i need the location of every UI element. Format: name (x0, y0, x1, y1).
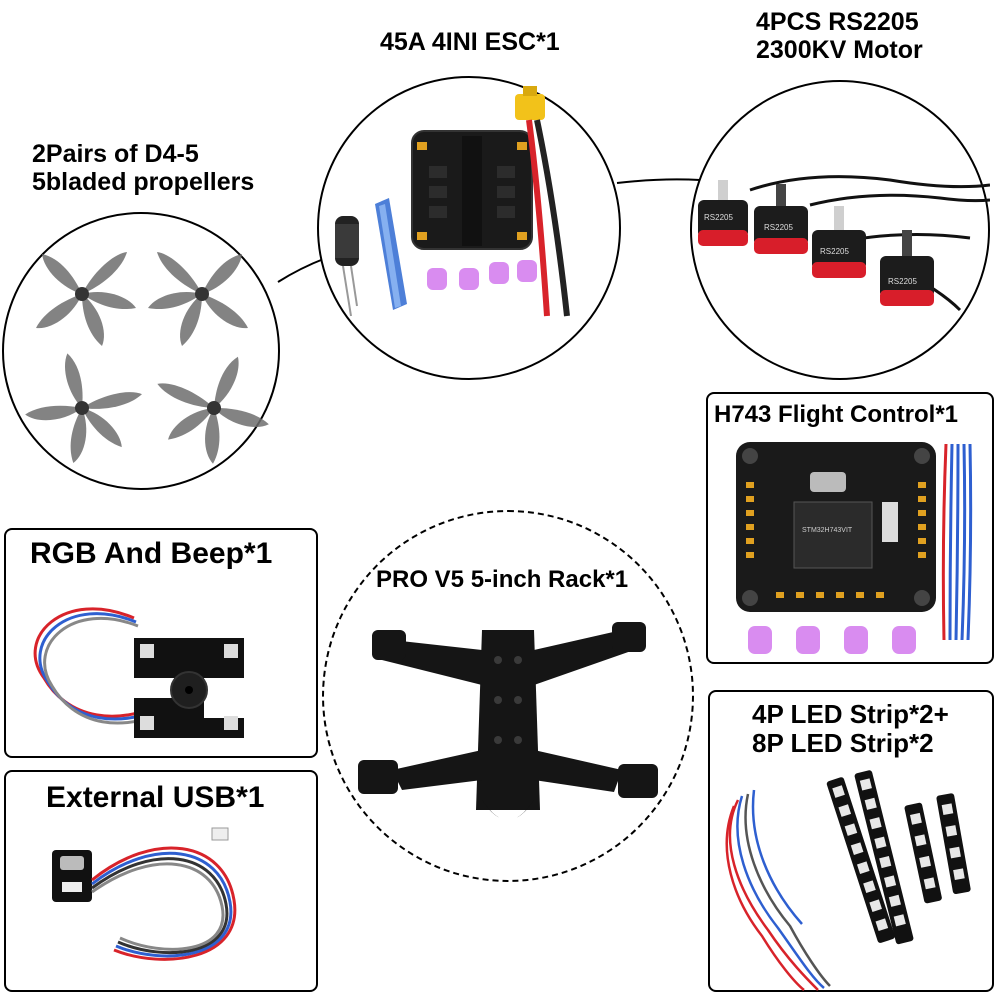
rgb-wire (33, 607, 199, 725)
motor-label-line-2: 2300KV Motor (756, 36, 923, 64)
motor-label-line-1: 4PCS RS2205 (756, 8, 919, 36)
led-illustration (725, 770, 971, 991)
led-label-line-2: 8P LED Strip*2 (752, 728, 934, 759)
motor-1: RS2205 (698, 180, 748, 246)
props-illustration (16, 252, 276, 481)
xt60-connector (515, 86, 570, 317)
motor-3: RS2205 (812, 206, 866, 278)
motor-4: RS2205 (880, 230, 934, 306)
rgb-label: RGB And Beep*1 (30, 537, 272, 571)
usb-wire (91, 846, 237, 961)
esc-label-line-1: 45A 4INI ESC*1 (380, 28, 560, 56)
esc-label: 45A 4INI ESC*1 (380, 28, 560, 56)
usb-label: External USB*1 (46, 781, 264, 815)
motor-label: 4PCS RS2205 2300KV Motor (756, 8, 923, 64)
prop-1 (36, 252, 136, 346)
rack-illustration (358, 622, 658, 830)
prop-2 (148, 252, 248, 346)
flight-control-illustration: STM32H743VIT (736, 442, 973, 654)
motor-3-brand: RS2205 (820, 247, 849, 256)
esc-board (411, 130, 533, 250)
rgb-label-line-1: RGB And Beep*1 (30, 537, 273, 570)
motor-2-brand: RS2205 (764, 223, 793, 232)
led-wires (725, 789, 831, 991)
led-label-line-1: 4P LED Strip*2+ (752, 699, 949, 729)
fc-ribbon-wire (941, 443, 973, 641)
props-label-line-2: 5bladed propellers (32, 168, 255, 196)
rack-label-line-1: PRO V5 5-inch Rack*1 (376, 566, 629, 593)
fc-chip-text: STM32H743VIT (802, 527, 853, 534)
usb-label-line-1: External USB*1 (46, 781, 265, 814)
led-strip-2 (854, 770, 914, 945)
rack-holes (494, 656, 522, 744)
ribbon-wire (375, 198, 407, 310)
rgb-board (134, 638, 244, 738)
esc-illustration (335, 86, 570, 317)
usb-plug (211, 827, 229, 841)
grommets (427, 260, 537, 290)
fc-board: STM32H743VIT (736, 442, 936, 612)
led-label: 4P LED Strip*2+ 8P LED Strip*2 (752, 699, 949, 759)
flight-control-label: H743 Flight Control*1 (714, 401, 959, 429)
capacitor (335, 216, 359, 317)
led-strip-3 (904, 802, 942, 904)
motor-illustration: RS2205 RS2205 RS2205 RS2205 (698, 175, 990, 312)
props-label: 2Pairs of D4-5 5bladed propellers (32, 140, 254, 196)
motor-4-brand: RS2205 (888, 277, 917, 286)
rack-frame (358, 622, 658, 830)
led-strip-1 (826, 777, 895, 943)
rack-label: PRO V5 5-inch Rack*1 (376, 566, 629, 594)
prop-4 (148, 352, 276, 476)
prop-3 (16, 348, 150, 481)
props-label-line-1: 2Pairs of D4-5 (32, 140, 199, 168)
motor-1-brand: RS2205 (704, 213, 733, 222)
usb-board (52, 850, 92, 902)
fc-grommets (748, 626, 916, 654)
flight-control-label-line-1: H743 Flight Control*1 (714, 401, 959, 428)
rgb-illustration (33, 607, 244, 738)
led-strip-4 (936, 793, 971, 895)
usb-illustration (52, 827, 237, 961)
motor-2: RS2205 (754, 184, 808, 254)
